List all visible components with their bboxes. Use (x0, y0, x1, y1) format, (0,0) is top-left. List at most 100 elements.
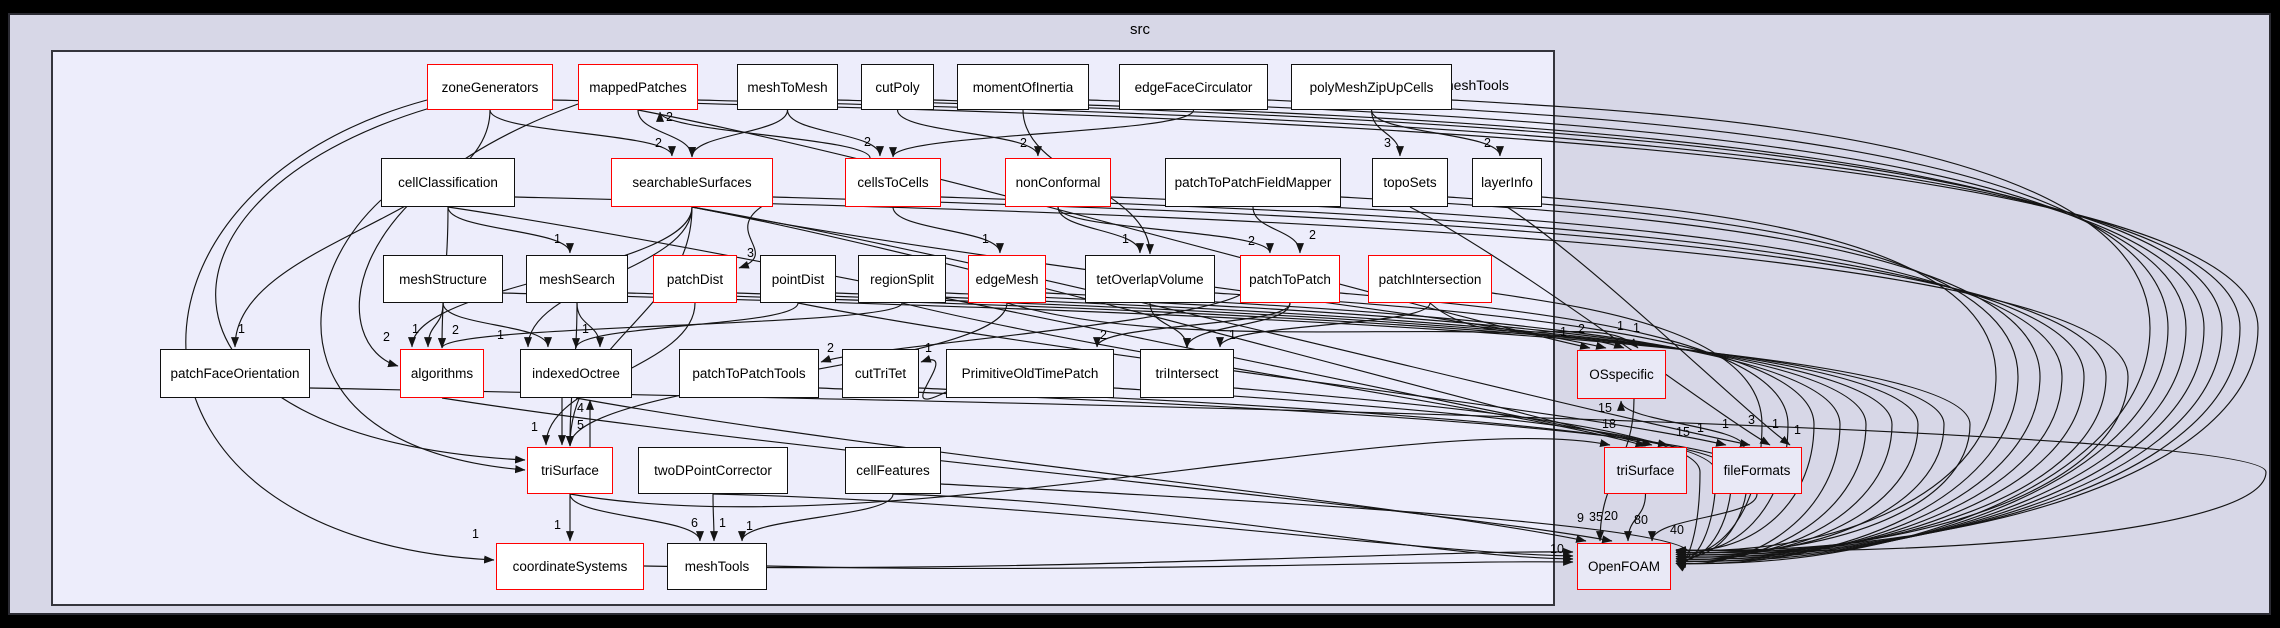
node-triSurfaceR[interactable]: triSurface (1604, 447, 1687, 494)
edge-searchableSurfaces-to-triSurfaceL (565, 206, 693, 447)
edge-label-fileFormats-to-OpenFOAM: 40 (1670, 523, 1684, 537)
node-meshToolsNode[interactable]: meshTools (667, 543, 767, 590)
edge-cutPoly-to-nonConformal (896, 109, 1042, 157)
node-cutPoly[interactable]: cutPoly (861, 64, 934, 110)
edge-cellFeatures-to-OpenFOAM (892, 493, 1574, 563)
edge-pointDist-to-indexedOctree (572, 302, 799, 349)
edge-regionSplit-to-triSurfaceR (901, 302, 1646, 448)
node-fileFormats[interactable]: fileFormats (1712, 447, 1802, 494)
edge-label-indexedOctree-to-OpenFOAM: 35 (1589, 510, 1603, 524)
edge-label-searchableSurfaces-to-OSspecific: 2 (1578, 322, 1585, 336)
edge-meshStructure-to-OpenFOAM (502, 292, 1971, 557)
edge-label-patchToPatch-to-patchToPatchTools: 2 (827, 341, 834, 355)
edge-PrimitiveOldTimePatch-to-OpenFOAM (1113, 387, 1717, 569)
edge-label-triSurfaceL-to-triSurfaceR: 18 (1602, 417, 1616, 431)
node-patchToPatch[interactable]: patchToPatch (1240, 255, 1340, 303)
node-indexedOctree[interactable]: indexedOctree (520, 349, 632, 398)
node-triSurfaceL[interactable]: triSurface (527, 447, 613, 494)
node-PrimitiveOldTimePatch[interactable]: PrimitiveOldTimePatch (946, 349, 1114, 398)
edge-meshToMesh-to-OpenFOAM (837, 99, 2223, 559)
edge-layerInfo-to-fileFormats (1506, 206, 1791, 446)
edge-label-triSurfaceL-to-indexedOctree: 5 (577, 418, 584, 432)
node-cellFeatures[interactable]: cellFeatures (845, 447, 941, 494)
edge-label-cellsToCells-to-mappedPatches: 2 (666, 110, 673, 124)
node-momentOfInertia[interactable]: momentOfInertia (957, 64, 1089, 110)
edge-label-nonConformal-to-tetOverlapVolume: 1 (1122, 232, 1129, 246)
edge-triIntersect-to-OpenFOAM (1233, 387, 1701, 572)
edge-cellClassification-to-OpenFOAM (514, 196, 2129, 557)
edge-label-algorithms-to-OpenFOAM: 20 (1604, 509, 1618, 523)
edge-label-zoneGenerators-to-patchFaceOrientation: 1 (238, 322, 245, 336)
edge-zoneGenerators-to-triSurfaceL (215, 107, 526, 464)
edge-zoneGenerators-to-OpenFOAM (552, 99, 2259, 555)
node-OpenFOAM[interactable]: OpenFOAM (1577, 543, 1671, 590)
edge-meshStructure-to-algorithms (423, 302, 444, 348)
edge-twoDPointCorrector-to-OpenFOAM (712, 493, 1574, 560)
node-pointDist[interactable]: pointDist (760, 255, 836, 303)
node-nonConformal[interactable]: nonConformal (1005, 158, 1111, 207)
node-searchableSurfaces[interactable]: searchableSurfaces (611, 158, 773, 207)
edge-momentOfInertia-to-OpenFOAM (1088, 99, 2187, 564)
node-cutTriTet[interactable]: cutTriTet (842, 349, 919, 398)
node-twoDPointCorrector[interactable]: twoDPointCorrector (638, 447, 788, 494)
edge-label-searchableSurfaces-to-fileFormats: 3 (1748, 413, 1755, 427)
node-patchToPatchFieldMapper[interactable]: patchToPatchFieldMapper (1165, 158, 1341, 207)
edge-regionSplit-to-algorithms (438, 302, 903, 349)
edge-label-cellFeatures-to-meshToolsNode: 1 (746, 519, 753, 533)
edge-edgeFaceCirculator-to-cellsToCells (889, 109, 1195, 158)
node-mappedPatches[interactable]: mappedPatches (578, 64, 698, 110)
edge-meshToolsNode-to-OpenFOAM (766, 557, 1574, 570)
node-meshToMesh[interactable]: meshToMesh (737, 64, 838, 110)
node-layerInfo[interactable]: layerInfo (1472, 158, 1542, 207)
src-directory-label: src (1130, 21, 1150, 38)
edge-searchableSurfaces-to-patchDist (738, 199, 774, 269)
node-zoneGenerators[interactable]: zoneGenerators (427, 64, 553, 110)
edge-label-searchableSurfaces-to-patchDist: 3 (747, 246, 754, 260)
edge-searchableSurfaces-to-OpenFOAM (772, 196, 2107, 559)
edge-layerInfo-to-OpenFOAM (1541, 196, 1997, 555)
edge-zoneGenerators-to-patchFaceOrientation (230, 109, 491, 348)
node-patchDist[interactable]: patchDist (653, 255, 737, 303)
node-patchIntersection[interactable]: patchIntersection (1368, 255, 1492, 303)
edge-label-meshSearch-to-indexedOctree: 1 (582, 322, 589, 336)
edge-label-cellClassification-to-meshSearch: 1 (554, 232, 561, 246)
node-OSspecific[interactable]: OSspecific (1577, 350, 1666, 399)
edge-label-zoneGenerators-to-searchableSurfaces: 2 (655, 136, 662, 150)
node-patchToPatchTools[interactable]: patchToPatchTools (679, 349, 819, 398)
edge-regionSplit-to-OpenFOAM (945, 292, 1867, 566)
edge-label-topoSets-to-fileFormats: 1 (1772, 417, 1779, 431)
edge-cellClassification-to-triSurfaceL (320, 199, 526, 474)
edge-label-triSurfaceL-to-coordinateSystems: 1 (554, 518, 561, 532)
edge-label-patchIntersection-to-OSspecific: 1 (1633, 321, 1640, 335)
edge-label-fileFormats-to-OSspecific: 15 (1598, 401, 1612, 415)
node-edgeFaceCirculator[interactable]: edgeFaceCirculator (1119, 64, 1268, 110)
edge-patchToPatch-to-OpenFOAM (1339, 292, 1789, 558)
edge-cellClassification-to-triSurfaceR (447, 206, 1669, 448)
node-triIntersect[interactable]: triIntersect (1140, 349, 1234, 398)
edge-label-searchableSurfaces-to-algorithms: 2 (383, 330, 390, 344)
edge-meshSearch-to-OpenFOAM (627, 292, 1945, 559)
node-cellClassification[interactable]: cellClassification (381, 158, 515, 207)
edge-cutTriTet-to-OpenFOAM (918, 387, 1733, 566)
edge-PrimitiveOldTimePatch-to-cutTriTet (920, 354, 947, 400)
node-tetOverlapVolume[interactable]: tetOverlapVolume (1085, 255, 1215, 303)
edge-zoneGenerators-to-searchableSurfaces (489, 109, 676, 157)
edge-label-cutPoly-to-nonConformal: 2 (1020, 136, 1027, 150)
node-meshStructure[interactable]: meshStructure (383, 255, 503, 303)
node-topoSets[interactable]: topoSets (1372, 158, 1448, 207)
edge-patchToPatchFieldMapper-to-OpenFOAM (1340, 196, 2041, 566)
edge-triSurfaceR-to-OpenFOAM (1623, 493, 1647, 542)
edge-label-layerInfo-to-fileFormats: 1 (1794, 423, 1801, 437)
node-regionSplit[interactable]: regionSplit (858, 255, 946, 303)
edge-cellsToCells-to-edgeMesh (892, 206, 1004, 254)
node-algorithms[interactable]: algorithms (400, 349, 484, 398)
node-edgeMesh[interactable]: edgeMesh (968, 255, 1046, 303)
node-patchFaceOrientation[interactable]: patchFaceOrientation (160, 349, 310, 398)
node-meshSearch[interactable]: meshSearch (526, 255, 628, 303)
node-polyMeshZipUpCells[interactable]: polyMeshZipUpCells (1291, 64, 1452, 110)
edge-label-meshToolsNode-to-OpenFOAM: 10 (1550, 542, 1564, 556)
node-coordinateSystems[interactable]: coordinateSystems (496, 543, 644, 590)
node-cellsToCells[interactable]: cellsToCells (845, 158, 941, 207)
